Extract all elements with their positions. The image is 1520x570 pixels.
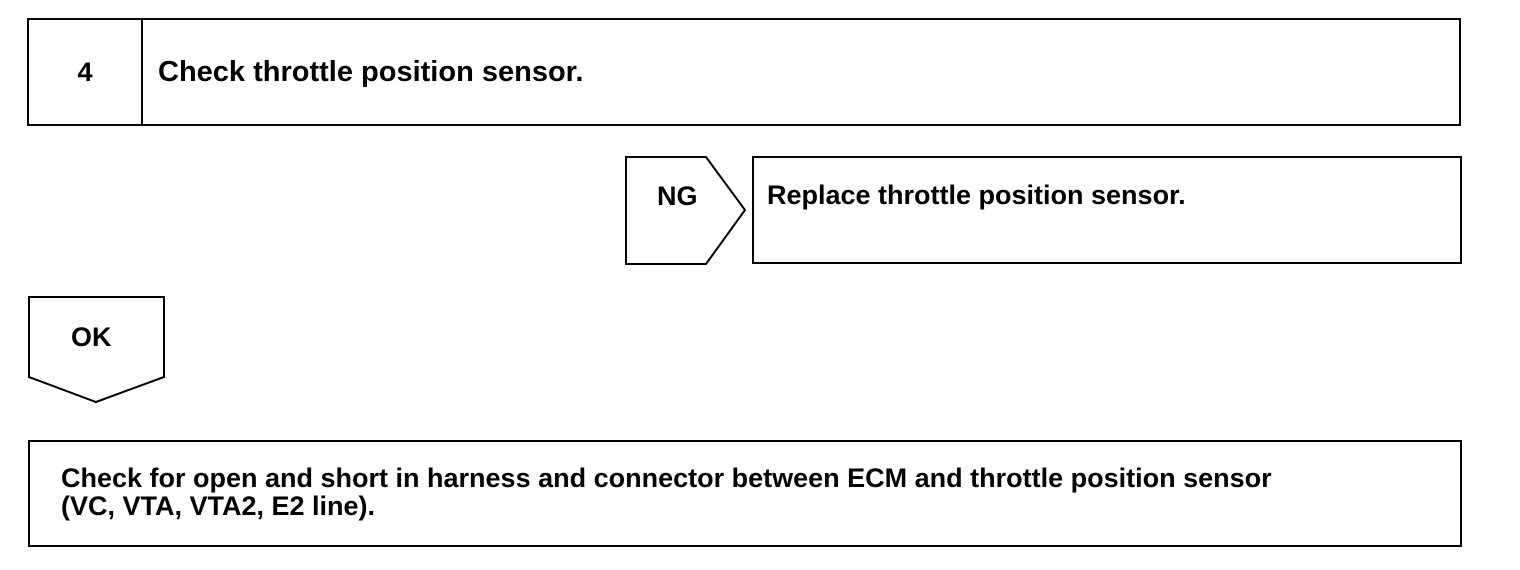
next-step-line-1: Check for open and short in harness and …	[61, 463, 1272, 493]
ng-action-box: Replace throttle position sensor.	[752, 156, 1462, 264]
next-step-line-2: (VC, VTA, VTA2, E2 line).	[61, 491, 376, 521]
ok-label: OK	[71, 322, 112, 352]
step-title: Check throttle position sensor.	[158, 55, 584, 88]
ng-action-text: Replace throttle position sensor.	[767, 180, 1186, 210]
step-number: 4	[29, 20, 143, 124]
step-box: 4 Check throttle position sensor.	[27, 18, 1461, 126]
ng-label: NG	[657, 181, 698, 211]
next-step-box: Check for open and short in harness and …	[28, 440, 1462, 547]
next-step-text: Check for open and short in harness and …	[61, 464, 1440, 520]
